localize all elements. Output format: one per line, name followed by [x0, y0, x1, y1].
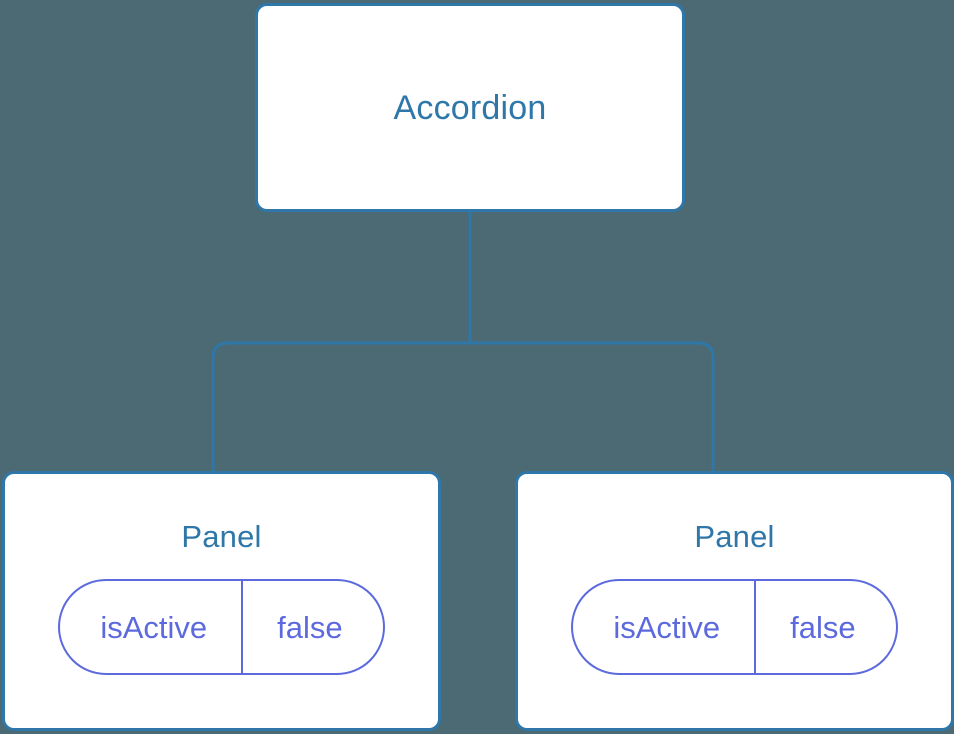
state-value-panel-right: false: [790, 609, 856, 645]
state-value-panel-left: false: [277, 609, 343, 645]
node-accordion[interactable]: Accordion: [255, 3, 685, 212]
node-panel-right[interactable]: Panel isActive false: [515, 471, 954, 731]
state-badge-panel-right[interactable]: isActive false: [571, 579, 898, 675]
node-panel-left-title: Panel: [181, 519, 262, 554]
edge-accordion-to-panel-left: [211, 341, 470, 474]
node-panel-left[interactable]: Panel isActive false: [2, 471, 441, 731]
state-key-panel-right: isActive: [573, 581, 757, 673]
node-panel-right-title: Panel: [694, 519, 775, 554]
state-badge-panel-left[interactable]: isActive false: [58, 579, 385, 675]
node-accordion-title: Accordion: [393, 88, 547, 127]
state-key-panel-left: isActive: [60, 581, 244, 673]
edge-accordion-to-panel-right: [470, 341, 715, 474]
